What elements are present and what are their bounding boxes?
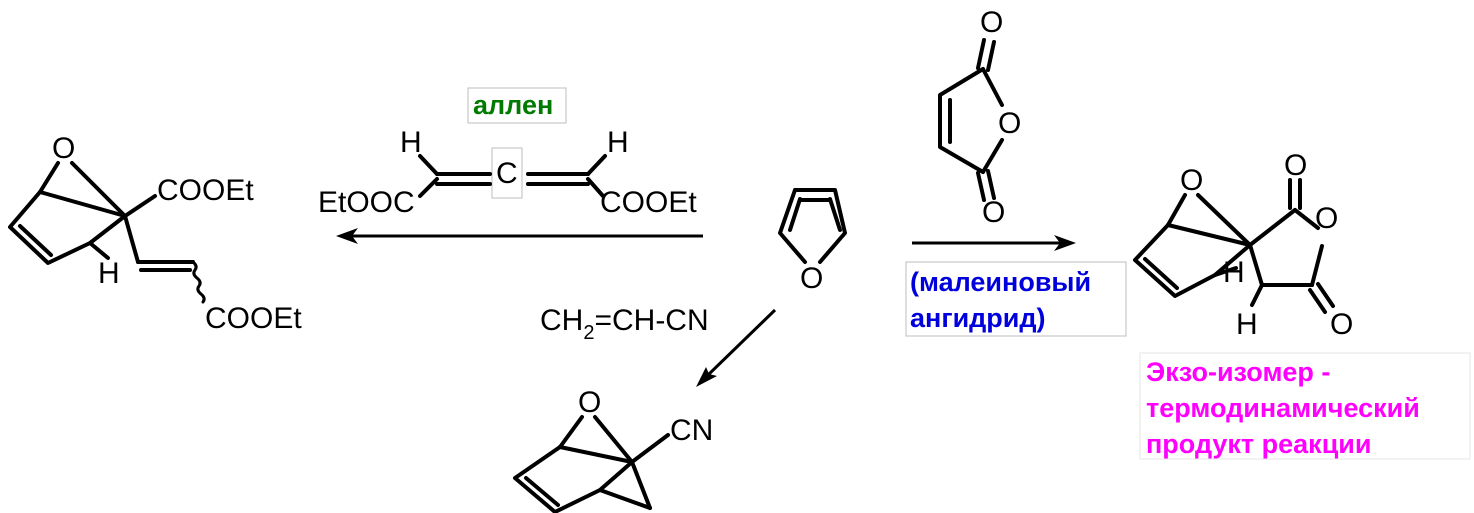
acrylonitrile-adduct-molecule: O CN — [513, 386, 713, 513]
allene-h-left: H — [400, 126, 422, 159]
right-product-ring-oxygen: O — [1315, 202, 1338, 235]
maleic-oxygen-top: O — [980, 6, 1003, 39]
allene-adduct-molecule: O H COOEt COOEt — [8, 132, 302, 335]
allene-caption-box — [467, 87, 567, 124]
right-product-oxygen-top: O — [1284, 149, 1307, 182]
exo-caption-line2: термодинамический — [1146, 393, 1420, 423]
exo-caption-line1: Экзо-изомер - — [1146, 357, 1330, 387]
allene-central-c-box — [491, 147, 523, 199]
maleic-caption-line2: ангидрид) — [910, 303, 1046, 333]
maleic-anhydride-molecule: O O O — [938, 6, 1021, 229]
exo-caption-line3: продукт реакции — [1146, 429, 1372, 459]
exo-caption-box — [1139, 352, 1471, 460]
maleic-caption-box — [905, 261, 1127, 337]
maleic-caption-line1: (малеиновый — [910, 267, 1091, 297]
right-product-h1: H — [1223, 256, 1245, 289]
allene-central-c: C — [496, 157, 518, 190]
left-product-ester-top: COOEt — [157, 174, 254, 207]
allene-h-right: H — [607, 126, 629, 159]
maleic-adduct-molecule: O H H O O O — [1133, 149, 1353, 341]
arrow-to-bottom-product — [696, 308, 777, 387]
allene-ester-left: EtOOC — [318, 186, 415, 219]
maleic-oxygen-bottom: O — [982, 196, 1005, 229]
bottom-product-cn: CN — [670, 414, 713, 447]
exo-isomer-caption: Экзо-изомер - термодинамический продукт … — [1139, 352, 1471, 460]
allene-ester-right: COOEt — [600, 186, 697, 219]
acrylonitrile-reagent: CH2=CH-CN — [540, 304, 709, 344]
right-product-oxygen-bottom: O — [1330, 308, 1353, 341]
left-product-ester-bottom: COOEt — [205, 302, 302, 335]
maleic-ring-oxygen: O — [998, 107, 1021, 140]
maleic-anhydride-caption: (малеиновый ангидрид) — [905, 261, 1127, 337]
allene-caption: аллен — [473, 90, 553, 120]
left-product-bridge-oxygen: O — [52, 132, 75, 165]
arrow-to-left-product — [336, 228, 703, 244]
acrylonitrile-formula: CH2=CH-CN — [540, 304, 709, 344]
arrow-to-right-product — [912, 235, 1076, 251]
furan-molecule: O — [778, 188, 847, 295]
right-product-h2: H — [1236, 308, 1258, 341]
left-product-h: H — [98, 257, 120, 290]
bottom-product-bridge-oxygen: O — [578, 386, 601, 419]
right-product-bridge-oxygen: O — [1180, 164, 1203, 197]
furan-oxygen: O — [800, 262, 823, 295]
allene-reagent: аллен H H C EtOOC COOEt — [318, 87, 697, 219]
